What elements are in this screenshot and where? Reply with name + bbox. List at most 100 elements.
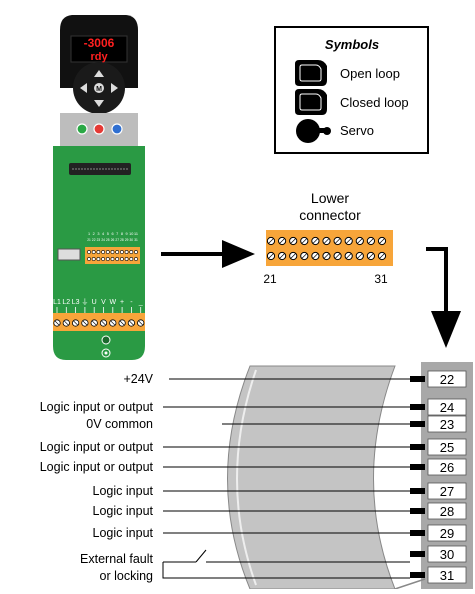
- display-top-readout: -3006: [84, 36, 115, 50]
- lower-connector-pin-slot: [279, 253, 285, 259]
- terminal-26: [427, 458, 467, 476]
- drive-control-terminal: [129, 257, 134, 261]
- switch-contact: [195, 549, 207, 563]
- lower-connector-pin-slot: [334, 253, 341, 259]
- drive-power-label: L2: [62, 299, 70, 306]
- drive-power-screw-slot: [54, 320, 60, 326]
- open-loop-icon: [295, 60, 327, 86]
- drive-power-label: L1: [53, 299, 61, 306]
- start-button[interactable]: [76, 123, 88, 135]
- signal-label: 0V common: [86, 417, 153, 431]
- lower-connector-pin-slot: [312, 253, 319, 259]
- lower-connector-pin-slot: [268, 253, 274, 259]
- right-arrow-icon[interactable]: [111, 83, 118, 93]
- drive-control-terminal: [91, 250, 96, 254]
- terminal-29: [427, 524, 467, 542]
- signal-label: Logic input or output: [40, 440, 154, 454]
- drive-control-pin-number: 3: [97, 232, 99, 236]
- terminal-number: 26: [440, 460, 454, 475]
- lower-connector-pin-slot: [379, 253, 385, 259]
- terminal-stub: [410, 444, 425, 450]
- drive-power-label: L3: [72, 299, 80, 306]
- drive-control-pin-number: 9: [126, 232, 128, 236]
- signal-label-or-locking: or locking: [100, 569, 154, 583]
- terminal-30: [427, 545, 467, 563]
- down-arrow-icon[interactable]: [94, 100, 104, 107]
- lower-connector-pin-left: 21: [263, 272, 277, 286]
- drive-control-terminal: [101, 250, 106, 254]
- drive-control-pin-number: 30: [130, 238, 134, 242]
- lower-connector-pin-slot: [357, 238, 363, 244]
- drive-power-screw-slot: [110, 320, 116, 326]
- terminal-number: 27: [440, 484, 454, 499]
- drive-power-screw-slot: [64, 320, 69, 326]
- drive-power-label: U: [92, 299, 97, 306]
- lower-connector: Lower connector 21 31: [263, 190, 393, 286]
- up-arrow-icon[interactable]: [94, 70, 104, 77]
- drive-control-terminal: [115, 250, 120, 254]
- signal-label-external-fault: External fault: [80, 552, 153, 566]
- drive-control-terminal: [96, 257, 101, 261]
- earth-symbol-icon: [101, 348, 111, 358]
- left-arrow-icon[interactable]: [80, 83, 87, 93]
- drive-control-pin-number: 7: [116, 232, 118, 236]
- terminal-stub: [410, 508, 425, 514]
- lower-connector-pin-slot: [323, 238, 330, 244]
- terminal-stub: [410, 551, 425, 557]
- terminal-number: 23: [440, 417, 454, 432]
- drive-control-terminal: [120, 250, 124, 254]
- drive-control-pin-number: 27: [115, 238, 119, 242]
- terminal-number: 30: [440, 547, 454, 562]
- lower-connector-title-line1: Lower: [311, 190, 349, 206]
- lower-connector-pin-slot: [368, 238, 374, 244]
- stop-button[interactable]: [93, 123, 105, 135]
- lower-connector-pin-slot: [301, 238, 308, 244]
- drive-control-pin-number: 26: [111, 238, 115, 242]
- drive-control-pin-number: 5: [107, 232, 109, 236]
- terminal-number: 31: [440, 568, 454, 583]
- mode-button[interactable]: [94, 83, 104, 93]
- drive-control-terminal: [134, 250, 138, 254]
- rj-port: [57, 248, 81, 261]
- lower-connector-pin-slot: [379, 238, 385, 244]
- drive-control-terminal: [129, 250, 134, 254]
- drive-control-terminal: [124, 257, 129, 261]
- closed-loop-icon: [295, 89, 327, 115]
- drive-control-pin-number: 6: [111, 232, 113, 236]
- drive-control-terminal: [124, 250, 129, 254]
- servo-icon: [296, 119, 331, 143]
- terminal-number: 28: [440, 504, 454, 519]
- drive-power-screw-slot: [101, 320, 106, 326]
- arrow-connector-to-terminals: [426, 247, 461, 348]
- terminal-stub: [410, 404, 425, 410]
- drive-power-screw-slot: [73, 320, 78, 326]
- drive-power-label: W: [109, 299, 116, 306]
- signal-label: +24V: [123, 372, 153, 386]
- drive-control-terminal: [110, 257, 115, 261]
- drive-control-pin-number: 2: [93, 232, 95, 236]
- drive-power-screw-slot: [138, 320, 143, 326]
- terminal-stub: [410, 572, 425, 578]
- lower-connector-pin-slot: [345, 238, 352, 244]
- drive-control-pin-number: 21: [87, 238, 91, 242]
- drive-power-screw-slot: [129, 320, 134, 326]
- lower-connector-pin-slot: [323, 253, 330, 259]
- drive-control-terminal: [120, 257, 124, 261]
- reverse-button[interactable]: [111, 123, 123, 135]
- arrow-drive-to-connector: [161, 240, 255, 268]
- lower-connector-pin-slot: [279, 238, 285, 244]
- drive-control-pin-number: 28: [120, 238, 124, 242]
- drive-power-label: _: [138, 299, 143, 306]
- terminal-number: 24: [440, 400, 454, 415]
- symbol-label-servo: Servo: [340, 123, 374, 138]
- drive-control-pin-number: 24: [101, 238, 105, 242]
- drive-control-terminal: [87, 257, 91, 261]
- lower-connector-pin-slot: [334, 238, 341, 244]
- lower-connector-pin-slot: [301, 253, 308, 259]
- lower-connector-pin-slot: [368, 253, 374, 259]
- drive-power-screw-slot: [82, 320, 88, 326]
- bottom-wire: [394, 578, 426, 590]
- drive-control-pin-number: 22: [92, 238, 96, 242]
- terminal-27: [427, 482, 467, 500]
- drive-control-terminal: [91, 257, 96, 261]
